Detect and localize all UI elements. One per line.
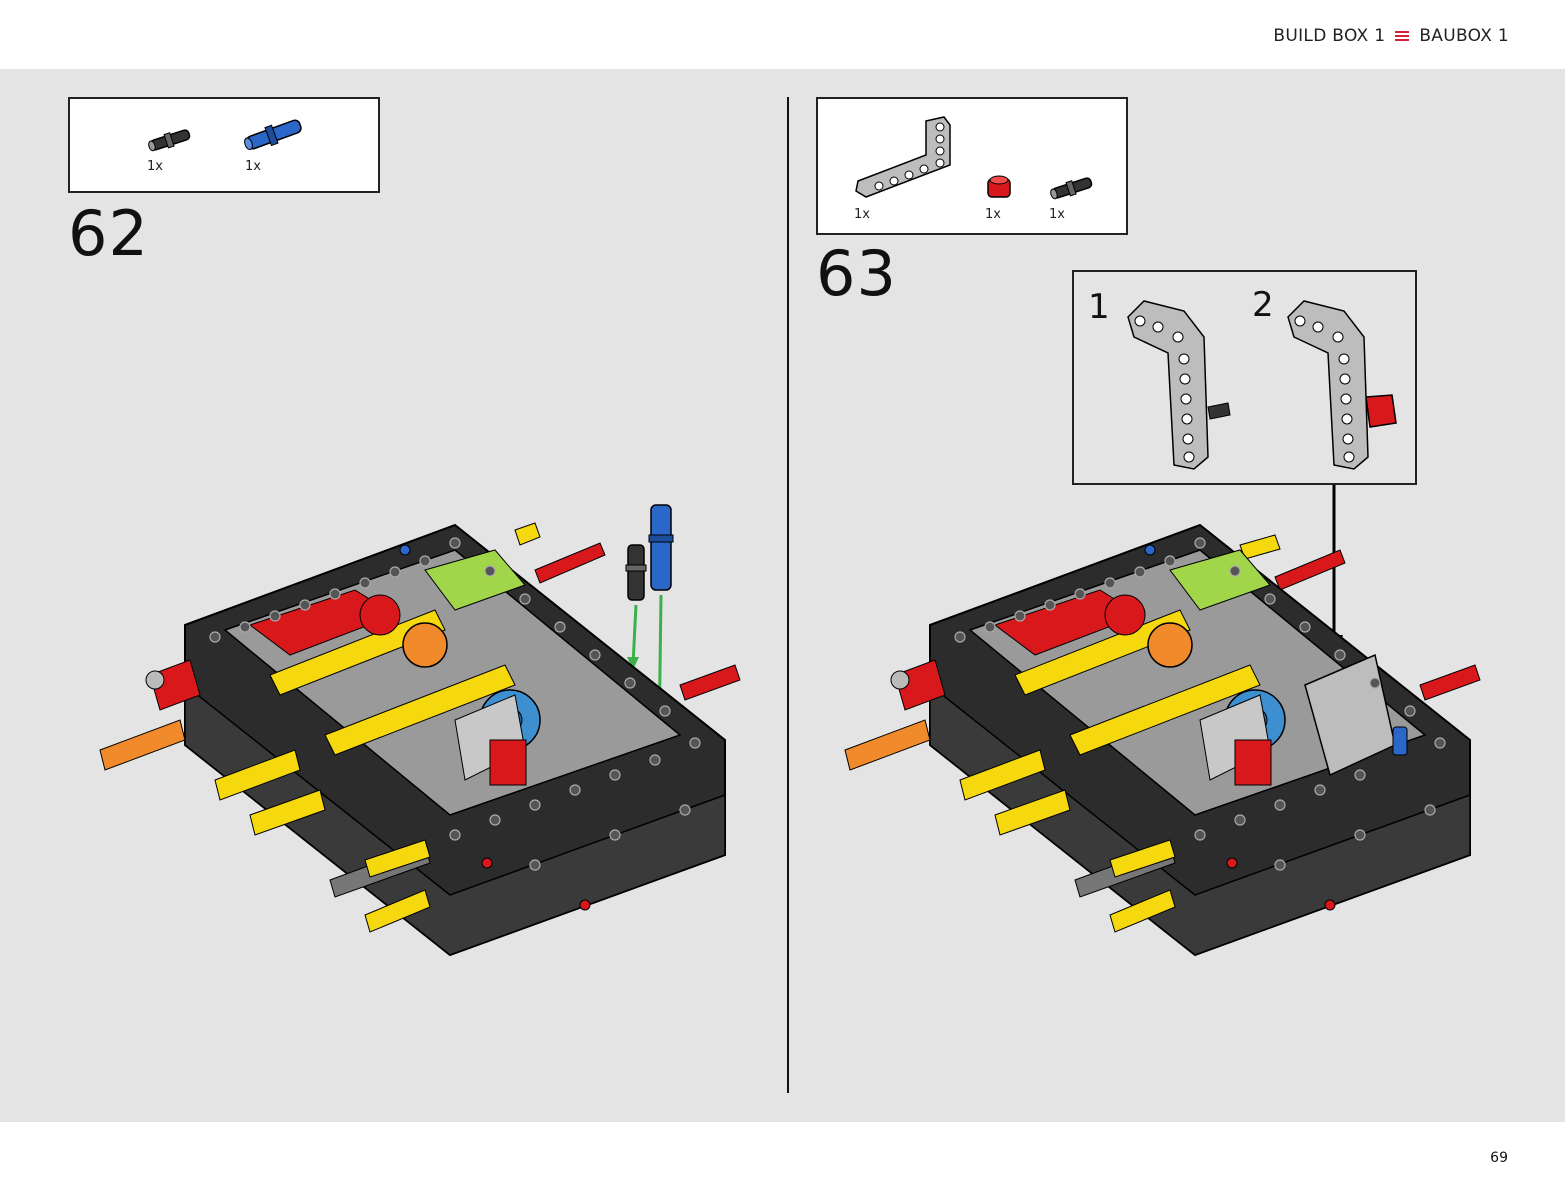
baubox-label: BAUBOX 1	[1419, 26, 1509, 46]
blue-long-pin-icon	[244, 119, 302, 151]
gearbox-assembly-step-63	[844, 523, 1481, 957]
part-qty: 1x	[854, 207, 870, 222]
part-qty: 1x	[147, 159, 163, 174]
page-footer	[0, 1122, 1565, 1191]
step-number-63: 63	[816, 237, 897, 310]
red-bush-icon	[987, 175, 1011, 198]
menu-lines-icon	[1395, 29, 1410, 43]
build-box-label: BUILD BOX 1	[1273, 26, 1386, 46]
page-number: 69	[1490, 1150, 1508, 1166]
black-friction-pin-icon	[1050, 177, 1093, 200]
instruction-area	[0, 69, 1565, 1122]
black-pin-hover-icon	[625, 544, 647, 601]
page-header: BUILD BOX 1 BAUBOX 1	[0, 0, 1565, 69]
blue-pin-hover-icon	[648, 504, 674, 591]
substep-number-1: 1	[1088, 287, 1110, 327]
part-qty: 1x	[985, 207, 1001, 222]
black-friction-pin-icon	[148, 129, 191, 152]
l-beam-with-pin-icon	[1127, 300, 1231, 470]
step-divider	[787, 97, 789, 1093]
parts-list-step-62: 1x 1x	[68, 97, 380, 193]
step-number-62: 62	[68, 197, 149, 270]
parts-list-step-63: 1x 1x 1x	[816, 97, 1128, 235]
box-label: BUILD BOX 1 BAUBOX 1	[1273, 26, 1509, 46]
gearbox-assembly-step-62	[99, 504, 741, 957]
part-qty: 1x	[245, 159, 261, 174]
substep-number-2: 2	[1252, 285, 1274, 325]
grey-l-beam-icon	[855, 116, 951, 198]
part-qty: 1x	[1049, 207, 1065, 222]
l-beam-with-bush-icon	[1287, 300, 1397, 470]
sub-assembly-callout: 1 2	[1072, 270, 1417, 485]
